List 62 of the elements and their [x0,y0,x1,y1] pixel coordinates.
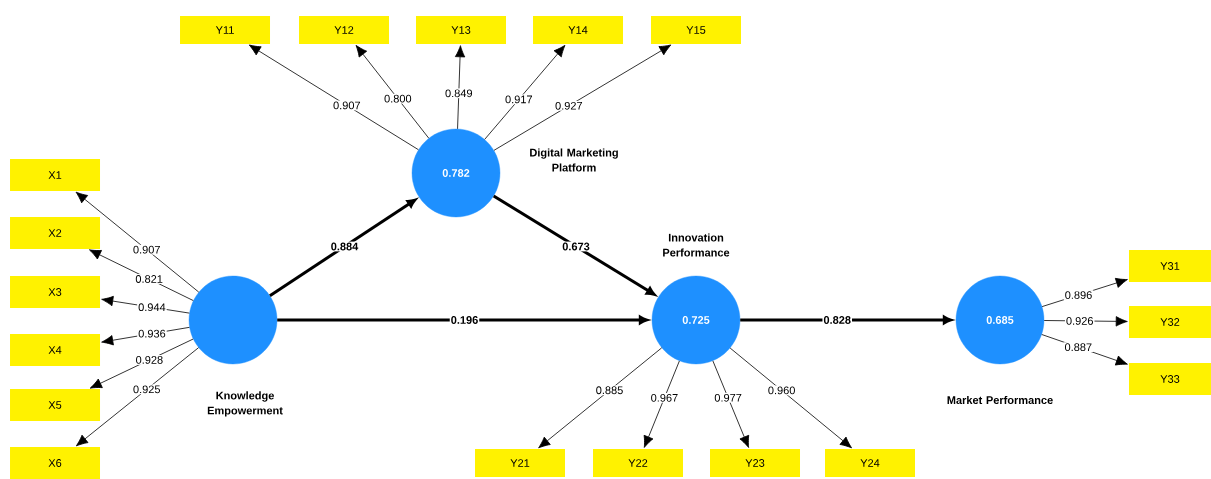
edge-label: 0.907 [332,100,362,111]
edge-label: 0.925 [131,384,162,395]
edge-label: 0.960 [766,385,797,396]
indicator-box: Y14 [533,16,623,44]
indicator-box: Y22 [593,449,683,477]
arrow [75,347,199,447]
indicator-box: Y23 [710,449,800,477]
indicator-box: Y31 [1129,250,1211,282]
indicator-box: Y13 [416,16,506,44]
edge-label: 0.800 [383,93,413,104]
construct-label: Market Performance [947,395,1053,405]
edge-label: 0.673 [561,241,591,252]
arrow [269,198,417,297]
edge-label: 0.884 [329,241,360,252]
arrow [492,194,656,296]
indicator-box: Y33 [1129,363,1211,395]
indicator-box: Y12 [299,16,389,44]
indicator-box: Y21 [475,449,565,477]
arrow [484,44,566,140]
arrow [248,44,419,151]
indicator-box: X2 [10,217,100,249]
indicator-box: X6 [10,447,100,479]
edge-label: 0.927 [554,100,584,111]
arrow [740,315,953,325]
edge-label: 0.936 [137,328,167,339]
construct-label: Digital Marketing Platform [530,148,618,172]
edge-label: 0.196 [449,315,480,325]
arrow [538,347,663,449]
edge-label: 0.821 [134,274,164,284]
arrow [643,360,680,448]
indicator-box: Y24 [825,449,915,477]
edge-label: 0.896 [1063,290,1094,300]
indicator-box: X3 [10,276,100,308]
edge-label: 0.944 [137,302,167,313]
arrow [277,315,649,325]
arrow [1041,334,1128,366]
edge-label: 0.928 [134,355,165,365]
arrow [89,249,194,301]
arrow [89,338,194,389]
edge-label: 0.917 [504,94,534,105]
arrow [712,360,750,448]
arrow [493,44,672,151]
indicator-box: Y11 [180,16,270,44]
indicator-box: X4 [10,334,100,366]
edge-label: 0.887 [1063,342,1094,353]
edge-label: 0.926 [1064,316,1095,326]
arrow [729,347,852,449]
indicator-box: X1 [10,159,100,191]
edge-label: 0.828 [822,315,852,325]
edge-label: 0.885 [594,385,625,396]
edge-label: 0.907 [131,244,162,255]
edge-label: 0.967 [649,392,680,403]
indicator-box: Y32 [1129,306,1211,338]
edge-label: 0.977 [713,392,743,403]
indicator-box: Y15 [651,16,741,44]
construct-label: Knowledge Empowerment [207,391,283,417]
edge-label: 0.849 [444,88,474,99]
arrow [75,191,200,293]
construct-label: Innovation Performance [663,233,730,257]
indicator-box: X5 [10,389,100,421]
arrow [355,44,430,139]
arrow [454,45,466,130]
